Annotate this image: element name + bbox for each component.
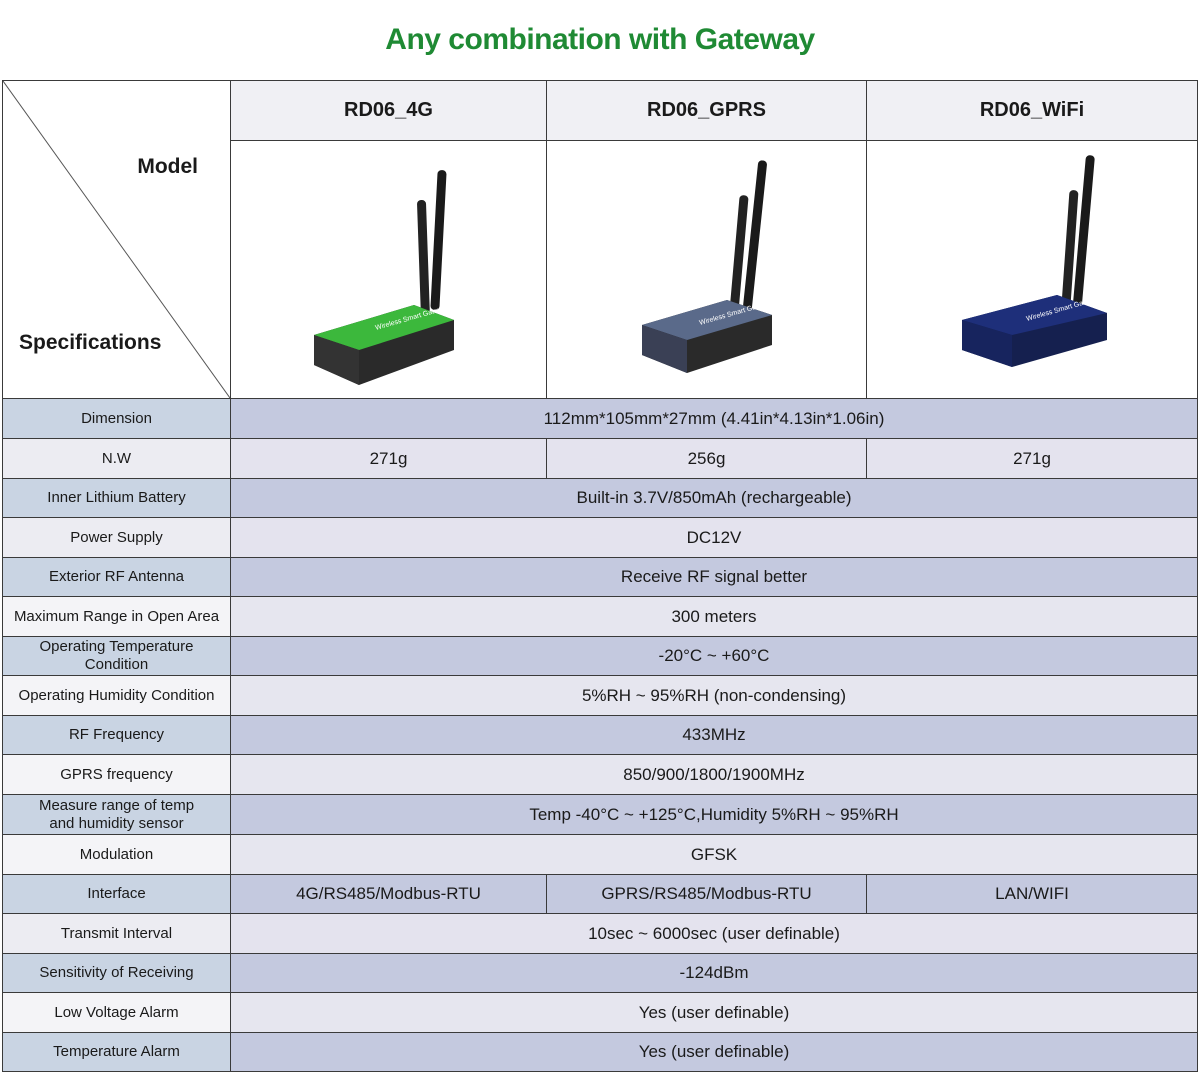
value-transmit-interval: 10sec ~ 6000sec (user definable): [230, 913, 1198, 954]
label-measure-range-line2: and humidity sensor: [49, 814, 184, 832]
label-sensitivity: Sensitivity of Receiving: [2, 953, 231, 993]
value-power-supply: DC12V: [230, 517, 1198, 558]
rd06-gprs-device-image: Wireless Smart Gateway: [641, 159, 775, 373]
row-transmit-interval: Transmit Interval 10sec ~ 6000sec (user …: [2, 913, 1198, 954]
corner-header-cell: Model Specifications: [2, 80, 231, 399]
row-range: Maximum Range in Open Area 300 meters: [2, 596, 1198, 637]
value-sensitivity: -124dBm: [230, 953, 1198, 993]
image-cell-rd06-gprs: Wireless Smart Gateway: [546, 140, 867, 399]
row-rf-frequency: RF Frequency 433MHz: [2, 715, 1198, 755]
model-image-row: Wireless Smart Gateway Wireless Smart Ga…: [3, 140, 1198, 399]
row-nw: N.W 271g 256g 271g: [2, 438, 1198, 479]
label-modulation: Modulation: [2, 834, 231, 875]
model-name-rd06-wifi: RD06_WiFi: [866, 80, 1198, 141]
value-temp-condition: -20°C ~ +60°C: [230, 636, 1198, 676]
row-battery: Inner Lithium Battery Built-in 3.7V/850m…: [2, 478, 1198, 518]
value-rf-frequency: 433MHz: [230, 715, 1198, 755]
page-title: Any combination with Gateway: [385, 23, 815, 56]
row-low-voltage-alarm: Low Voltage Alarm Yes (user definable): [2, 992, 1198, 1033]
row-modulation: Modulation GFSK: [2, 834, 1198, 875]
model-header-row: Model Specifications RD06_4G RD06_GPRS R…: [2, 80, 1198, 399]
label-power-supply: Power Supply: [2, 517, 231, 558]
value-battery: Built-in 3.7V/850mAh (rechargeable): [230, 478, 1198, 518]
label-measure-range-line1: Measure range of temp: [38, 796, 195, 814]
row-measure-range: Measure range of temp and humidity senso…: [2, 794, 1198, 835]
label-range: Maximum Range in Open Area: [2, 596, 231, 637]
label-transmit-interval: Transmit Interval: [2, 913, 231, 954]
rd06-4g-device-image: Wireless Smart Gateway: [313, 169, 454, 385]
row-sensitivity: Sensitivity of Receiving -124dBm: [2, 953, 1198, 993]
value-antenna: Receive RF signal better: [230, 557, 1198, 597]
label-temperature-alarm: Temperature Alarm: [2, 1032, 231, 1072]
image-cell-rd06-wifi: Wireless Smart Gateway: [866, 140, 1198, 399]
value-interface-rd06-4g: 4G/RS485/Modbus-RTU: [230, 874, 547, 914]
model-name-rd06-4g: RD06_4G: [230, 80, 547, 141]
image-cell-rd06-4g: Wireless Smart Gateway: [230, 140, 547, 399]
row-power-supply: Power Supply DC12V: [2, 517, 1198, 558]
label-nw: N.W: [2, 438, 231, 479]
value-temperature-alarm: Yes (user definable): [230, 1032, 1198, 1072]
value-low-voltage-alarm: Yes (user definable): [230, 992, 1198, 1033]
value-gprs-frequency: 850/900/1800/1900MHz: [230, 754, 1198, 795]
model-label: Model: [137, 155, 198, 178]
label-humidity-condition: Operating Humidity Condition: [2, 675, 231, 716]
label-rf-frequency: RF Frequency: [2, 715, 231, 755]
value-range: 300 meters: [230, 596, 1198, 637]
value-interface-rd06-wifi: LAN/WIFI: [866, 874, 1198, 914]
label-low-voltage-alarm: Low Voltage Alarm: [2, 992, 231, 1033]
row-antenna: Exterior RF Antenna Receive RF signal be…: [2, 557, 1198, 597]
label-measure-range: Measure range of temp and humidity senso…: [2, 794, 231, 835]
row-humidity-condition: Operating Humidity Condition 5%RH ~ 95%R…: [2, 675, 1198, 716]
row-gprs-frequency: GPRS frequency 850/900/1800/1900MHz: [2, 754, 1198, 795]
label-gprs-frequency: GPRS frequency: [2, 754, 231, 795]
row-interface: Interface 4G/RS485/Modbus-RTU GPRS/RS485…: [2, 874, 1198, 914]
label-antenna: Exterior RF Antenna: [2, 557, 231, 597]
value-nw-rd06-gprs: 256g: [546, 438, 867, 479]
value-nw-rd06-wifi: 271g: [866, 438, 1198, 479]
value-measure-range: Temp -40°C ~ +125°C,Humidity 5%RH ~ 95%R…: [230, 794, 1198, 835]
value-interface-rd06-gprs: GPRS/RS485/Modbus-RTU: [546, 874, 867, 914]
rd06-wifi-device-image: Wireless Smart Gateway: [962, 154, 1107, 367]
label-battery: Inner Lithium Battery: [2, 478, 231, 518]
model-name-rd06-gprs: RD06_GPRS: [546, 80, 867, 141]
value-modulation: GFSK: [230, 834, 1198, 875]
value-humidity-condition: 5%RH ~ 95%RH (non-condensing): [230, 675, 1198, 716]
row-temperature-alarm: Temperature Alarm Yes (user definable): [2, 1032, 1198, 1072]
label-temp-condition: Operating Temperature Condition: [2, 636, 231, 676]
value-dimension: 112mm*105mm*27mm (4.41in*4.13in*1.06in): [230, 398, 1198, 439]
specifications-label: Specifications: [19, 331, 162, 354]
row-dimension: Dimension 112mm*105mm*27mm (4.41in*4.13i…: [2, 398, 1198, 439]
diagonal-divider: [3, 81, 230, 398]
row-temp-condition: Operating Temperature Condition -20°C ~ …: [2, 636, 1198, 676]
spec-table: Model Specifications RD06_4G RD06_GPRS R…: [2, 80, 1198, 1072]
label-dimension: Dimension: [2, 398, 231, 439]
value-nw-rd06-4g: 271g: [230, 438, 547, 479]
label-interface: Interface: [2, 874, 231, 914]
